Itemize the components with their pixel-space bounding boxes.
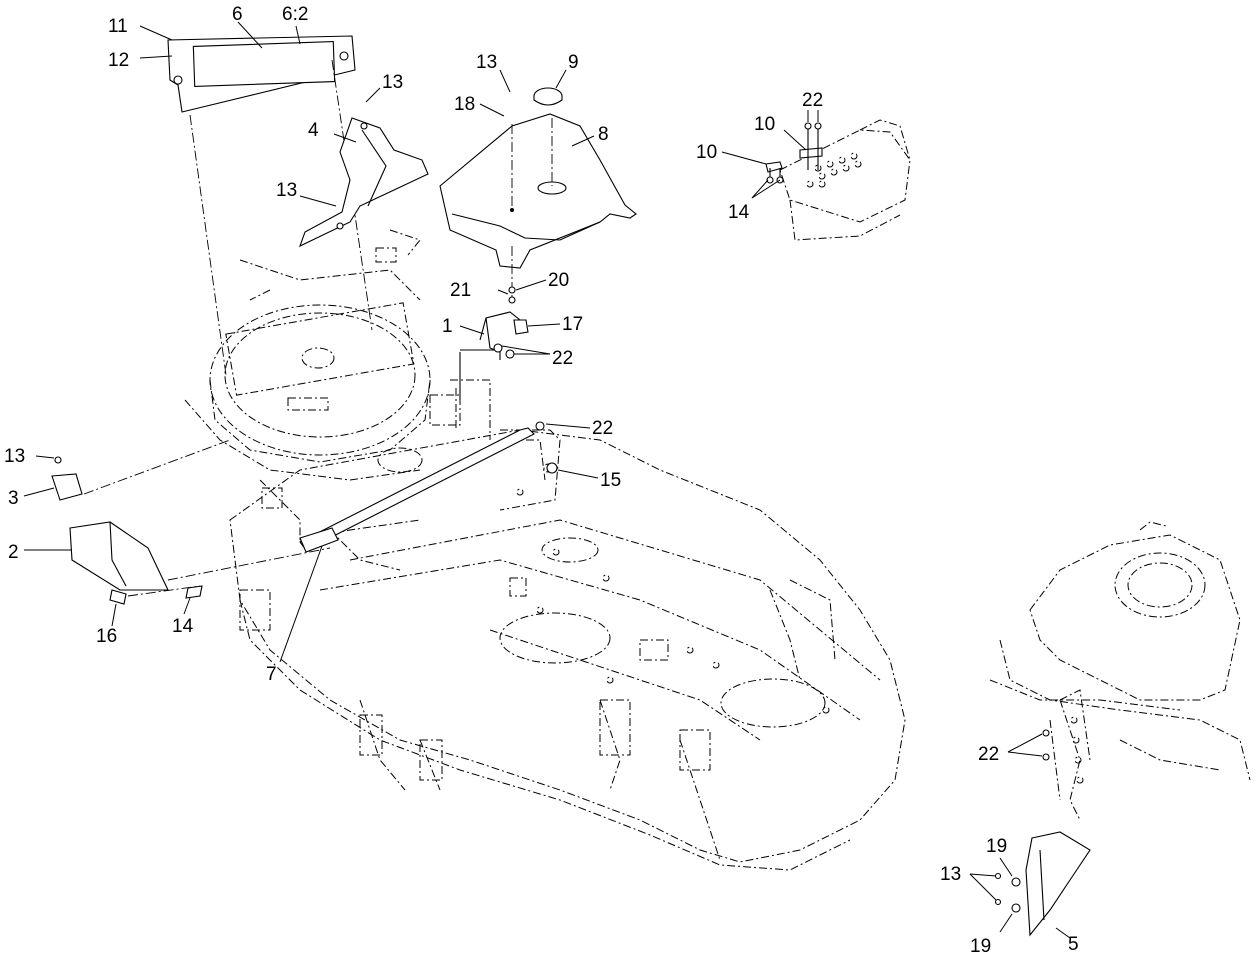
callout-22-chute: 22 — [978, 744, 999, 765]
callout-22-rod: 22 — [552, 348, 573, 369]
part-2-side-cover — [69, 521, 331, 605]
callout-19-lower: 19 — [970, 936, 991, 957]
callout-20: 20 — [548, 270, 569, 291]
callout-5: 5 — [1068, 934, 1079, 955]
deck-mount-brackets — [450, 379, 561, 511]
callout-22-inset: 22 — [802, 90, 823, 111]
callout-13-left: 13 — [4, 446, 25, 467]
callout-2: 2 — [8, 542, 19, 563]
callout-16: 16 — [96, 626, 117, 647]
callout-11: 11 — [108, 16, 128, 37]
callout-10-lower: 10 — [696, 142, 717, 163]
callout-19-upper: 19 — [986, 836, 1007, 857]
callout-9: 9 — [568, 52, 579, 73]
callout-14-inset: 14 — [728, 202, 750, 223]
callout-13-upper: 13 — [382, 72, 403, 93]
callout-12: 12 — [108, 50, 129, 71]
callout-labels: 11 12 6 6:2 13 4 13 13 9 18 8 22 10 10 1… — [4, 4, 1079, 957]
part-4-belt-guard — [299, 117, 429, 248]
callout-4: 4 — [308, 120, 319, 141]
callout-18: 18 — [454, 94, 475, 115]
callout-8: 8 — [598, 124, 609, 145]
inset-chute-assembly — [989, 521, 1251, 937]
callout-13-cover: 13 — [476, 52, 497, 73]
callout-3: 3 — [8, 488, 19, 509]
part-3-small-shield — [51, 439, 231, 501]
mower-deck — [229, 429, 906, 871]
part-1-linkage-rod — [459, 286, 529, 400]
part-8-deck-cover — [439, 87, 637, 300]
callout-22-deck: 22 — [592, 418, 613, 439]
leader-lines — [23, 21, 1071, 939]
callout-1: 1 — [442, 316, 453, 337]
part-7-long-rod — [299, 421, 558, 553]
callout-7: 7 — [266, 664, 277, 685]
callout-14-left: 14 — [172, 616, 194, 637]
callout-6: 6 — [232, 4, 243, 25]
callout-10-upper: 10 — [754, 114, 775, 135]
callout-15: 15 — [600, 470, 621, 491]
callout-6-2: 6:2 — [282, 4, 308, 25]
panel-holes — [806, 152, 862, 188]
inset-control-panel — [765, 119, 911, 241]
part-6-cover-plate — [167, 35, 373, 376]
callout-21: 21 — [450, 280, 471, 301]
callout-13-chute: 13 — [940, 864, 961, 885]
deck-pulley-housing — [184, 229, 461, 571]
callout-13-middle: 13 — [276, 180, 297, 201]
callout-17: 17 — [562, 314, 583, 335]
